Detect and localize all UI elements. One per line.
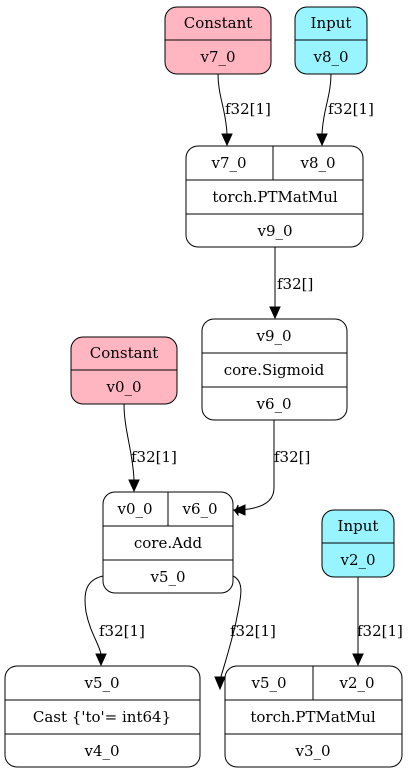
node-constant-v0[interactable]: Constant v0_0 (70, 336, 178, 405)
edge-line (321, 73, 332, 135)
node-input-port: v2_0 (338, 674, 374, 692)
node-matmul-bottom[interactable]: v5_0 v2_0 torch.PTMatMul v3_0 (224, 665, 403, 768)
edge-v2-to-matmul: f32[1] (352, 577, 403, 667)
edge-line (237, 420, 275, 511)
edge-v0-to-add: f32[1] (123, 403, 177, 493)
arrow-head-icon (221, 133, 233, 147)
edge-label: f32[1] (230, 622, 276, 640)
node-kind-label: Constant (184, 14, 253, 32)
node-input-port: v8_0 (299, 154, 335, 172)
node-kind-label: Input (338, 517, 379, 535)
edge-label: f32[1] (357, 622, 403, 640)
edge-matmul-to-sigmoid: f32[] (269, 247, 313, 320)
edge-line (217, 73, 228, 135)
node-tensor-name: v2_0 (339, 551, 375, 569)
arrow-head-icon (95, 653, 107, 667)
node-cast[interactable]: v5_0 Cast {'to'= int64} v4_0 (4, 665, 201, 768)
arrow-head-icon (316, 133, 328, 147)
node-output-name: v6_0 (255, 395, 291, 413)
node-tensor-name: v0_0 (105, 378, 141, 396)
edge-add-to-cast: f32[1] (84, 575, 145, 667)
node-input-port: v7_0 (210, 154, 246, 172)
node-input-port: v9_0 (255, 327, 291, 345)
arrow-head-icon (352, 653, 364, 667)
node-output-name: v5_0 (149, 568, 185, 586)
edge-label: f32[1] (328, 100, 374, 118)
edge-sigmoid-to-add: f32[] (232, 420, 310, 517)
edge-line (123, 403, 135, 481)
node-input-port: v0_0 (116, 500, 152, 518)
node-matmul-top[interactable]: v7_0 v8_0 torch.PTMatMul v9_0 (185, 145, 364, 248)
edge-line (219, 575, 242, 681)
node-tensor-name: v7_0 (199, 48, 235, 66)
edge-label: f32[1] (131, 448, 177, 466)
node-input-v8[interactable]: Input v8_0 (294, 6, 368, 75)
node-kind-label: Constant (90, 344, 159, 362)
edge-add-to-matmul-bottom: f32[1] (214, 575, 276, 691)
node-input-port: v6_0 (181, 500, 217, 518)
arrow-head-icon (269, 306, 281, 320)
node-input-port: v5_0 (250, 674, 286, 692)
node-input-port: v5_0 (83, 674, 119, 692)
edge-label: f32[1] (225, 100, 271, 118)
arrow-head-icon (232, 504, 246, 516)
node-input-v2[interactable]: Input v2_0 (321, 509, 395, 578)
edge-line (84, 575, 104, 655)
node-constant-v7[interactable]: Constant v7_0 (164, 6, 272, 75)
node-output-name: v9_0 (256, 222, 292, 240)
edge-label: f32[] (277, 275, 313, 293)
arrow-head-icon (214, 676, 226, 691)
edge-v8-to-matmul: f32[1] (316, 73, 374, 147)
edge-v7-to-matmul: f32[1] (217, 73, 271, 147)
arrow-head-icon (128, 479, 140, 493)
node-output-name: v4_0 (83, 742, 119, 760)
node-cast-box (4, 665, 201, 768)
node-op-name: Cast {'to'= int64} (33, 708, 171, 726)
node-kind-label: Input (311, 14, 352, 32)
node-sigmoid[interactable]: v9_0 core.Sigmoid v6_0 (201, 318, 348, 421)
node-tensor-name: v8_0 (312, 48, 348, 66)
node-op-name: torch.PTMatMul (212, 188, 338, 206)
node-output-name: v3_0 (294, 742, 330, 760)
node-op-name: torch.PTMatMul (250, 708, 376, 726)
edge-label: f32[1] (99, 622, 145, 640)
node-op-name: core.Sigmoid (224, 361, 325, 379)
edge-label: f32[] (274, 448, 310, 466)
node-op-name: core.Add (134, 534, 203, 552)
node-add[interactable]: v0_0 v6_0 core.Add v5_0 (102, 491, 234, 594)
